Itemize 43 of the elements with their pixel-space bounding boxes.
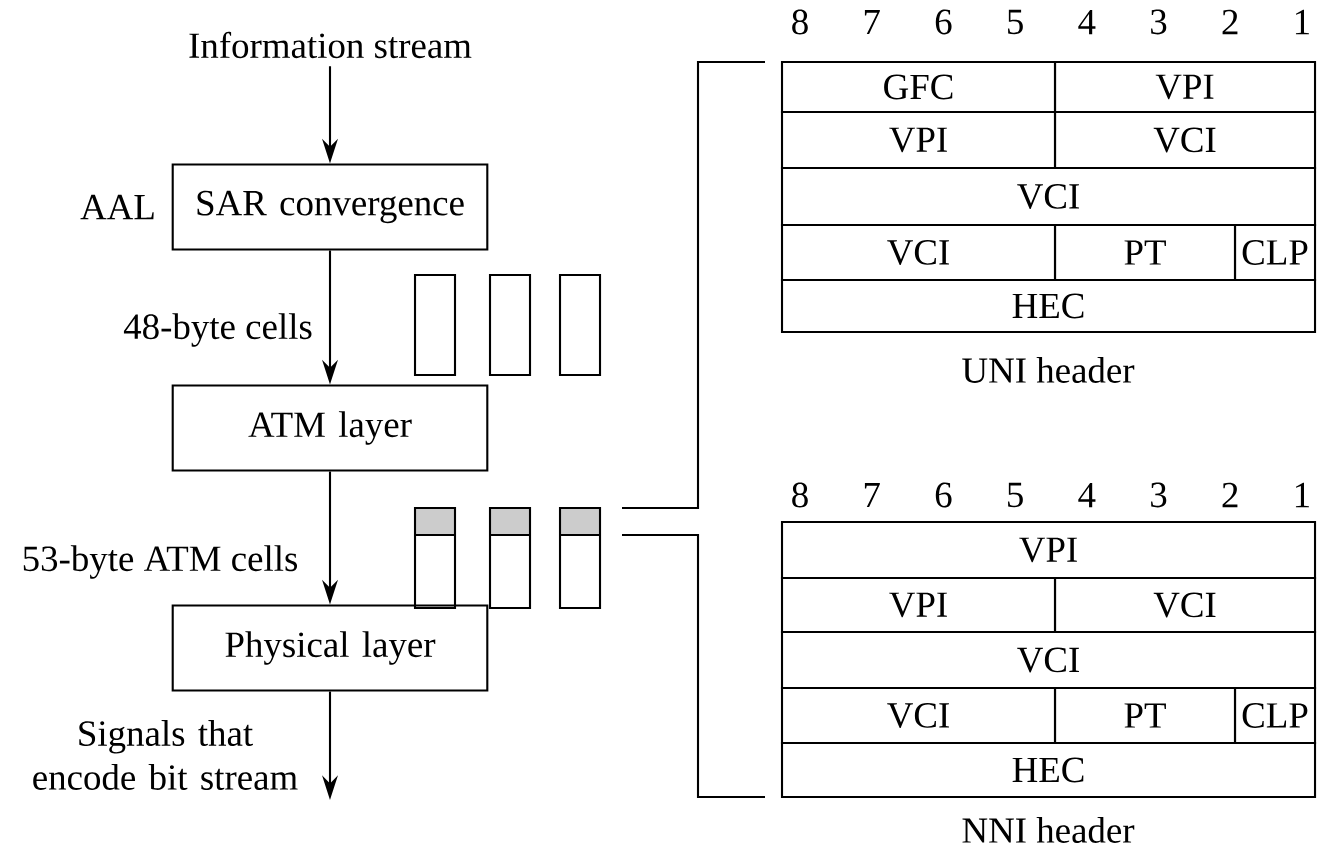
bit-number: 2 — [1222, 482, 1238, 508]
table-cell: VPI — [780, 520, 1317, 580]
table-caption: NNI header — [962, 817, 1135, 843]
layer-label: AAL — [80, 194, 154, 220]
table-cell: GFC — [780, 60, 1057, 114]
table-cell: VPI — [1053, 60, 1317, 114]
output-label: Signals that encode bit stream — [33, 720, 298, 790]
table-cell: VPI — [780, 110, 1057, 170]
bit-number: 5 — [1008, 482, 1023, 508]
table-cell: VCI — [780, 166, 1317, 227]
table-cell: PT — [1053, 223, 1237, 282]
bit-number: 5 — [1008, 9, 1023, 35]
bit-number: 3 — [1151, 9, 1167, 35]
table-cell: PT — [1053, 686, 1237, 745]
bit-number: 3 — [1151, 482, 1167, 508]
bit-number: 8 — [792, 9, 808, 35]
process-box: SAR convergence — [171, 163, 489, 251]
bit-number: 6 — [935, 9, 952, 35]
table-cell: CLP — [1233, 686, 1317, 745]
bit-number: 2 — [1222, 9, 1238, 35]
bit-number: 4 — [1078, 9, 1096, 35]
table-cell: VCI — [780, 630, 1317, 690]
table-caption: UNI header — [962, 357, 1135, 383]
edge-label: 48-byte cells — [119, 309, 317, 351]
table-cell: HEC — [780, 278, 1317, 334]
table-cell: VCI — [780, 223, 1057, 282]
table-cell: HEC — [780, 741, 1317, 799]
bit-number: 1 — [1295, 482, 1309, 508]
bit-number: 7 — [864, 9, 880, 35]
bit-number: 7 — [864, 482, 880, 508]
table-cell: VCI — [1053, 110, 1317, 170]
table-cell: VPI — [780, 576, 1057, 634]
bit-number: 6 — [935, 482, 952, 508]
edge-label: 53-byte ATM cells — [18, 541, 302, 583]
bit-number: 1 — [1295, 9, 1309, 35]
input-label: Information stream — [189, 31, 472, 59]
table-cell: CLP — [1233, 223, 1317, 282]
process-box: Physical layer — [171, 604, 489, 692]
bit-number: 4 — [1078, 482, 1096, 508]
bit-number: 8 — [792, 482, 808, 508]
process-box: ATM layer — [171, 384, 489, 472]
table-cell: VCI — [780, 686, 1057, 745]
table-cell: VCI — [1053, 576, 1317, 634]
